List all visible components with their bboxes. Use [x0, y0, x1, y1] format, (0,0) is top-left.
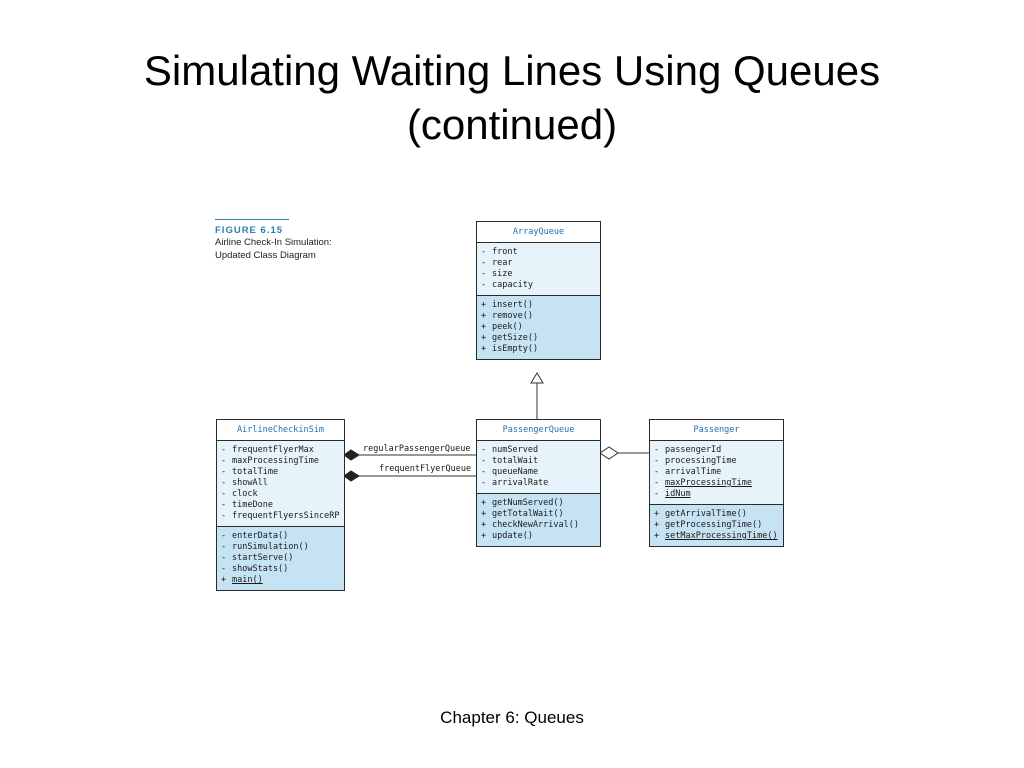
class-attributes: -front -rear -size -capacity: [477, 243, 600, 296]
operation-row: -runSimulation(): [221, 542, 309, 552]
class-attributes: -frequentFlyerMax -maxProcessingTime -to…: [217, 441, 344, 527]
class-operations: +getArrivalTime() +getProcessingTime() +…: [650, 505, 783, 546]
attribute-row: -queueName: [481, 467, 539, 477]
class-operations: +insert() +remove() +peek() +getSize() +…: [477, 296, 600, 359]
frequent-queue-composition-diamond: [343, 470, 360, 482]
class-passenger-queue: PassengerQueue -numServed -totalWait -qu…: [476, 419, 601, 547]
figure-caption-line-2: Updated Class Diagram: [215, 249, 316, 261]
attribute-row: -clock: [221, 489, 258, 499]
figure-caption-line-1: Airline Check-In Simulation:: [215, 237, 332, 248]
attribute-row: -passengerId: [654, 445, 722, 455]
class-name: ArrayQueue: [477, 222, 600, 243]
aggregation-diamond: [599, 446, 619, 460]
operation-row: +update(): [481, 531, 533, 541]
class-passenger: Passenger -passengerId -processingTime -…: [649, 419, 784, 547]
figure-rule: [215, 219, 289, 220]
class-name: Passenger: [650, 420, 783, 441]
operation-row: +main(): [221, 575, 263, 585]
attribute-row: -totalWait: [481, 456, 539, 466]
attribute-row: -showAll: [221, 478, 268, 488]
operation-row: -enterData(): [221, 531, 289, 541]
attribute-row: -capacity: [481, 280, 533, 290]
attribute-row: -front: [481, 247, 518, 257]
attribute-row: -arrivalTime: [654, 467, 722, 477]
operation-row: -startServe(): [221, 553, 294, 563]
operation-row: +checkNewArrival(): [481, 520, 579, 530]
slide-title: Simulating Waiting Lines Using Queues (c…: [0, 44, 1024, 152]
operation-row: +setMaxProcessingTime(): [654, 531, 778, 541]
attribute-row: -totalTime: [221, 467, 279, 477]
figure-label: FIGURE 6.15: [215, 225, 284, 236]
attribute-row: -size: [481, 269, 513, 279]
class-name: PassengerQueue: [477, 420, 600, 441]
operation-row: +getSize(): [481, 333, 539, 343]
class-airline-checkin-sim: AirlineCheckinSim -frequentFlyerMax -max…: [216, 419, 345, 591]
attribute-row: -idNum: [654, 489, 691, 499]
attribute-row: -frequentFlyersSinceRP: [221, 511, 340, 521]
attribute-row: -arrivalRate: [481, 478, 549, 488]
regular-queue-composition-diamond: [343, 449, 360, 461]
class-array-queue: ArrayQueue -front -rear -size -capacity …: [476, 221, 601, 360]
operation-row: +remove(): [481, 311, 533, 321]
attribute-row: -maxProcessingTime: [221, 456, 319, 466]
operation-row: +getNumServed(): [481, 498, 564, 508]
attribute-row: -maxProcessingTime: [654, 478, 752, 488]
operation-row: +getArrivalTime(): [654, 509, 747, 519]
class-attributes: -passengerId -processingTime -arrivalTim…: [650, 441, 783, 505]
association-label-regular: regularPassengerQueue: [363, 444, 471, 454]
operation-row: +peek(): [481, 322, 523, 332]
attribute-row: -rear: [481, 258, 513, 268]
slide-title-line-2: (continued): [406, 101, 618, 148]
class-name: AirlineCheckinSim: [217, 420, 344, 441]
operation-row: +isEmpty(): [481, 344, 539, 354]
class-attributes: -numServed -totalWait -queueName -arriva…: [477, 441, 600, 494]
class-operations: +getNumServed() +getTotalWait() +checkNe…: [477, 494, 600, 546]
attribute-row: -frequentFlyerMax: [221, 445, 314, 455]
attribute-row: -processingTime: [654, 456, 737, 466]
operation-row: +insert(): [481, 300, 533, 310]
association-label-frequent: frequentFlyerQueue: [379, 464, 472, 474]
attribute-row: -timeDone: [221, 500, 273, 510]
operation-row: -showStats(): [221, 564, 289, 574]
operation-row: +getProcessingTime(): [654, 520, 763, 530]
class-operations: -enterData() -runSimulation() -startServ…: [217, 527, 344, 590]
generalization-arrowhead: [530, 372, 544, 384]
figure-caption: FIGURE 6.15 Airline Check-In Simulation:…: [215, 219, 365, 262]
slide-title-line-1: Simulating Waiting Lines Using Queues: [143, 47, 881, 94]
attribute-row: -numServed: [481, 445, 539, 455]
slide-footer: Chapter 6: Queues: [440, 708, 584, 727]
operation-row: +getTotalWait(): [481, 509, 564, 519]
